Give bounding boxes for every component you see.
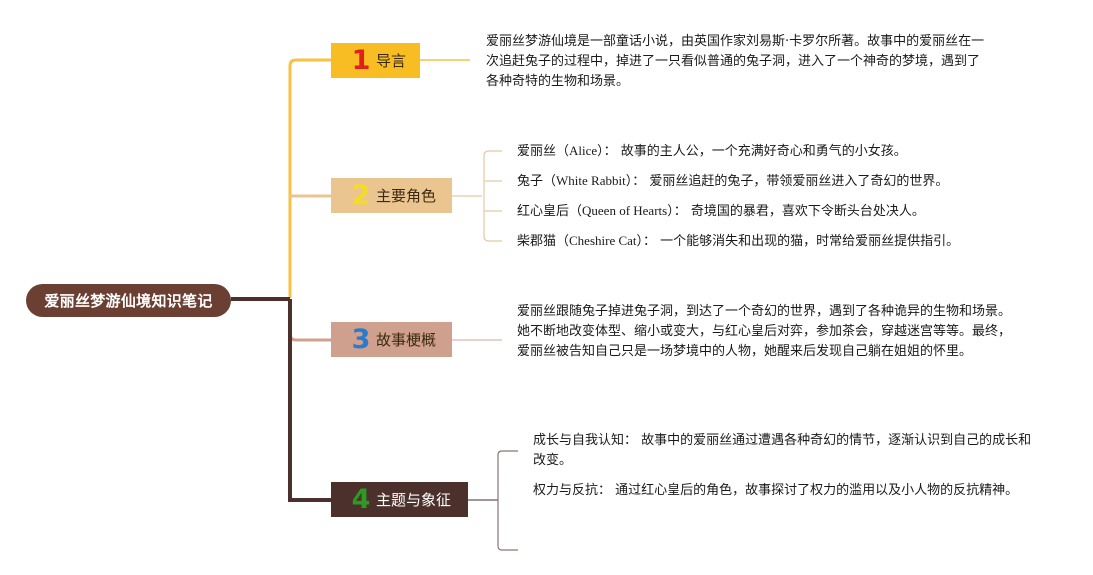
section-node-themes[interactable]: 4 主题与象征: [331, 482, 468, 517]
character-description: ： 爱丽丝追赶的兔子，带领爱丽丝进入了奇幻的世界。: [632, 174, 949, 189]
character-name: 红心皇后: [517, 204, 570, 219]
section-number: 4: [351, 484, 371, 515]
intro-text: 爱丽丝梦游仙境是一部童话小说，由英国作家刘易斯·卡罗尔所著。故事中的爱丽丝在一次…: [486, 34, 985, 89]
character-item: 兔子（White Rabbit）： 爱丽丝追赶的兔子，带领爱丽丝进入了奇幻的世界…: [517, 171, 948, 192]
character-english-name: （Queen of Hearts）: [569, 203, 674, 218]
character-english-name: （White Rabbit）: [543, 173, 633, 188]
character-description: ： 奇境国的暴君，喜欢下令断头台处决人。: [673, 204, 925, 219]
section-node-plot[interactable]: 3 故事梗概: [331, 322, 452, 357]
theme-item: 成长与自我认知： 故事中的爱丽丝通过遭遇各种奇幻的情节，逐渐认识到自己的成长和改…: [533, 433, 1032, 468]
character-name: 爱丽丝: [517, 144, 557, 159]
section-label: 故事梗概: [376, 331, 437, 349]
section-node-characters[interactable]: 2 主要角色: [331, 178, 452, 213]
character-item: 爱丽丝（Alice）： 故事的主人公，一个充满好奇心和勇气的小女孩。: [517, 141, 907, 162]
theme-item: 权力与反抗： 通过红心皇后的角色，故事探讨了权力的滥用以及小人物的反抗精神。: [533, 483, 1019, 498]
character-item: 柴郡猫（Cheshire Cat）： 一个能够消失和出现的猫，时常给爱丽丝提供指…: [517, 231, 959, 252]
character-english-name: （Alice）: [556, 143, 604, 158]
section-node-intro[interactable]: 1 导言: [331, 43, 420, 78]
section-number: 2: [351, 180, 371, 211]
section-label: 主题与象征: [376, 491, 452, 509]
character-description: ： 一个能够消失和出现的猫，时常给爱丽丝提供指引。: [643, 234, 960, 249]
character-item: 红心皇后（Queen of Hearts）： 奇境国的暴君，喜欢下令断头台处决人…: [517, 201, 925, 222]
section-number: 3: [351, 324, 371, 355]
section-number: 1: [351, 45, 371, 76]
character-description: ： 故事的主人公，一个充满好奇心和勇气的小女孩。: [603, 144, 907, 159]
character-english-name: （Cheshire Cat）: [556, 233, 644, 248]
root-node[interactable]: 爱丽丝梦游仙境知识笔记: [26, 284, 231, 317]
plot-text: 爱丽丝跟随兔子掉进兔子洞，到达了一个奇幻的世界，遇到了各种诡异的生物和场景。她不…: [517, 304, 1012, 359]
character-name: 柴郡猫: [517, 234, 557, 249]
character-name: 兔子: [517, 174, 544, 189]
root-title: 爱丽丝梦游仙境知识笔记: [44, 292, 213, 310]
section-label: 主要角色: [376, 187, 437, 205]
section-label: 导言: [376, 52, 407, 70]
